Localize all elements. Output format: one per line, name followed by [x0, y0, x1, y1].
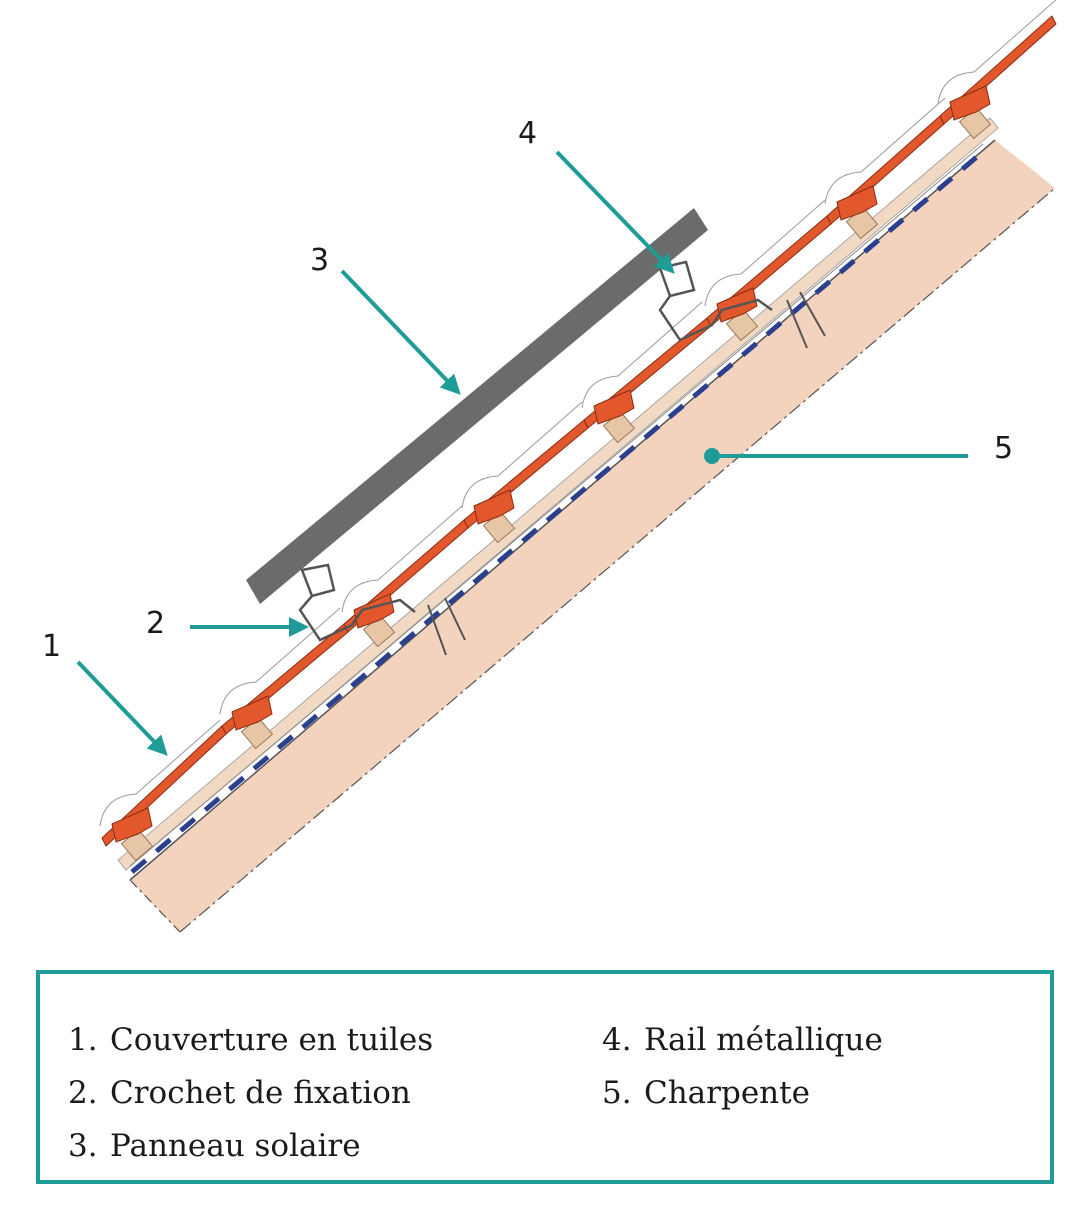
- tile-nib: [949, 85, 991, 121]
- callout-5: 5: [994, 431, 1013, 466]
- legend-number: 1.: [68, 1022, 98, 1058]
- tile-profile: [824, 97, 946, 205]
- solar-panel: [246, 208, 708, 604]
- callout-2: 2: [146, 606, 165, 641]
- legend-item-3: 3. Panneau solaire: [68, 1120, 433, 1173]
- screw: [427, 604, 447, 656]
- rafter-charpente: [130, 140, 1055, 932]
- legend-number: 4.: [602, 1022, 632, 1058]
- underlay-membrane-edge: [129, 143, 984, 867]
- callout-3: 3: [310, 243, 329, 278]
- screw: [444, 597, 466, 641]
- roof-section-diagram: 1 2 3 4 5: [42, 0, 1057, 933]
- tile-nib: [473, 489, 515, 525]
- tile-profile: [704, 199, 826, 307]
- tile-profile: [99, 719, 221, 827]
- legend-column-left: 1. Couverture en tuiles 2. Crochet de fixa…: [68, 1014, 433, 1173]
- legend-text: Couverture en tuiles: [110, 1022, 434, 1058]
- arrow-4: [555, 150, 675, 274]
- legend-item-2: 2. Crochet de fixation: [68, 1067, 433, 1120]
- legend-number: 5.: [602, 1075, 632, 1111]
- tile-nib: [593, 389, 635, 425]
- tile-nib: [111, 807, 153, 843]
- rafter-left-cut: [129, 879, 181, 933]
- tile-nib: [231, 695, 273, 731]
- screw: [799, 291, 826, 337]
- callout-1: 1: [42, 629, 61, 664]
- legend-column-right: 4. Rail métallique 5. Charpente: [602, 1014, 883, 1120]
- counter-batten: [117, 117, 999, 871]
- tile-profile: [461, 401, 583, 509]
- tile-profile: [937, 0, 1057, 105]
- tile-covering: [99, 0, 1057, 847]
- legend-text: Rail métallique: [644, 1022, 883, 1058]
- underlay-membrane: [130, 148, 987, 874]
- rafter-bottom-edge: [179, 187, 1056, 933]
- tile-profile: [219, 607, 341, 715]
- tile-profile: [341, 505, 463, 613]
- arrow-1: [76, 660, 168, 756]
- arrow-3: [340, 269, 461, 395]
- pointer-5-dot: [704, 448, 720, 464]
- legend-text: Charpente: [644, 1075, 810, 1111]
- tile-profile: [581, 301, 703, 409]
- legend-text: Crochet de fixation: [110, 1075, 411, 1111]
- legend-item-4: 4. Rail métallique: [602, 1014, 883, 1067]
- callout-4: 4: [518, 116, 537, 151]
- legend: 1. Couverture en tuiles 2. Crochet de fixa…: [36, 970, 1054, 1184]
- legend-number: 2.: [68, 1075, 98, 1111]
- fixing-hook-lower: [298, 563, 416, 642]
- legend-item-5: 5. Charpente: [602, 1067, 883, 1120]
- legend-item-1: 1. Couverture en tuiles: [68, 1014, 433, 1067]
- tile-nib: [353, 593, 395, 629]
- legend-text: Panneau solaire: [110, 1128, 361, 1164]
- screws: [427, 291, 826, 656]
- fixing-hook-upper: [658, 260, 773, 342]
- legend-number: 3.: [68, 1128, 98, 1164]
- tile-nib: [836, 185, 878, 221]
- screw: [786, 299, 808, 349]
